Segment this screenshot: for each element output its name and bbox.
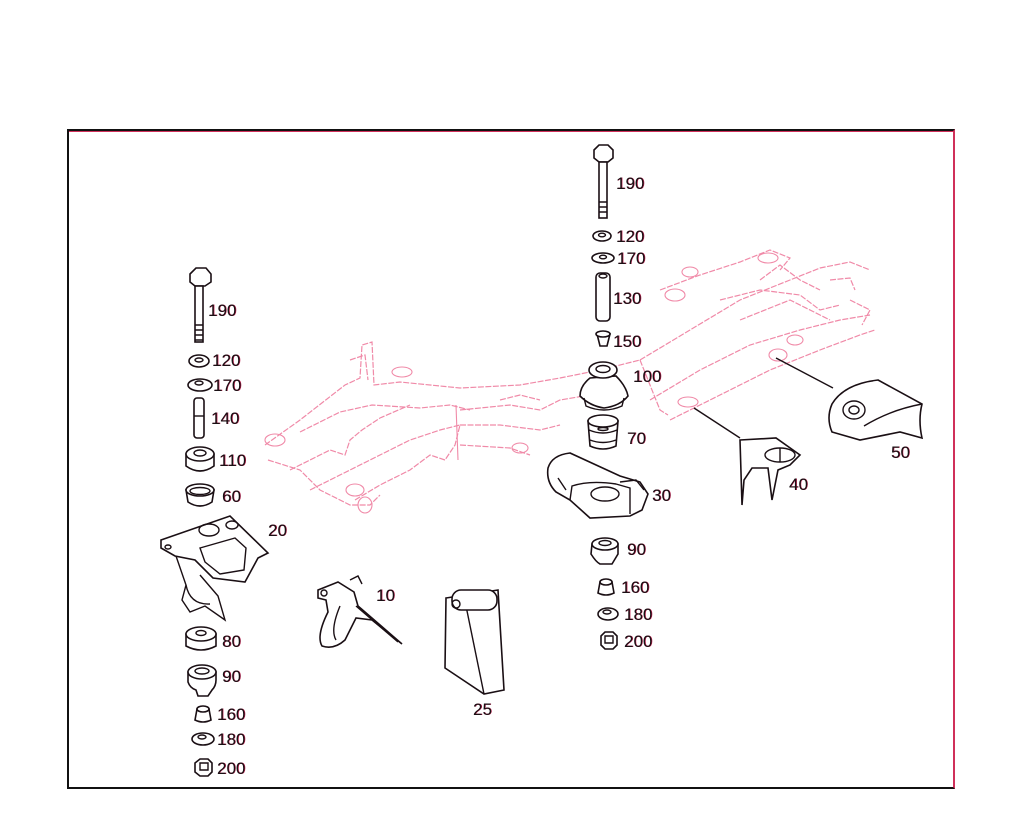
callout-190-left: 190 bbox=[208, 301, 237, 320]
bolt-icon bbox=[593, 144, 614, 219]
bushing-icon bbox=[185, 446, 215, 472]
large-washer-icon bbox=[187, 378, 213, 392]
washer-icon bbox=[592, 230, 612, 242]
bracket-40 bbox=[739, 437, 802, 506]
callout-160-center: 160 bbox=[621, 578, 650, 597]
callout-200-left: 200 bbox=[217, 759, 246, 778]
leader-line-40 bbox=[693, 407, 741, 439]
nut-icon bbox=[600, 631, 618, 650]
callout-180-left: 180 bbox=[217, 730, 246, 749]
callout-40: 40 bbox=[789, 475, 808, 494]
cap-icon bbox=[597, 578, 615, 596]
callout-140-left: 140 bbox=[211, 409, 240, 428]
callout-170-center: 170 bbox=[617, 249, 646, 268]
callout-180-center: 180 bbox=[624, 605, 653, 624]
support-block-25 bbox=[444, 589, 505, 695]
mount-pad-50 bbox=[828, 379, 924, 441]
cap-icon bbox=[194, 705, 212, 723]
callout-60-left: 60 bbox=[222, 487, 241, 506]
callout-170-left: 170 bbox=[213, 376, 242, 395]
rubber-mount-icon bbox=[187, 664, 217, 697]
callout-190-center: 190 bbox=[616, 174, 645, 193]
carrier-arm-icon bbox=[546, 452, 649, 519]
washer-icon bbox=[597, 607, 619, 621]
callout-20: 20 bbox=[268, 521, 287, 540]
callout-80: 80 bbox=[222, 632, 241, 651]
callout-70: 70 bbox=[627, 429, 646, 448]
nut-icon bbox=[194, 758, 213, 777]
diagram-frame bbox=[67, 129, 955, 789]
callout-120-center: 120 bbox=[616, 227, 645, 246]
sleeve-icon bbox=[595, 272, 611, 322]
left-stack-parts bbox=[160, 267, 270, 777]
bolt-icon bbox=[189, 267, 212, 343]
callout-100: 100 bbox=[633, 367, 662, 386]
callout-90-center: 90 bbox=[627, 540, 646, 559]
rubber-block-icon bbox=[185, 626, 217, 651]
rubber-mount-icon bbox=[590, 537, 619, 565]
rubber-mount-icon bbox=[579, 361, 629, 411]
callout-120-left: 120 bbox=[212, 351, 241, 370]
callout-200-center: 200 bbox=[624, 632, 653, 651]
bracket-icon bbox=[160, 515, 270, 622]
callout-50: 50 bbox=[891, 443, 910, 462]
cap-icon bbox=[595, 330, 612, 347]
callout-150: 150 bbox=[613, 332, 642, 351]
callout-25: 25 bbox=[473, 700, 492, 719]
leader-line-50 bbox=[775, 357, 834, 389]
cup-icon bbox=[185, 483, 215, 507]
bracket-10 bbox=[317, 575, 403, 648]
washer-icon bbox=[191, 732, 215, 746]
subframe-outline bbox=[264, 249, 876, 514]
callout-160-left: 160 bbox=[217, 705, 246, 724]
sleeve-icon bbox=[193, 397, 205, 439]
callout-130: 130 bbox=[613, 289, 642, 308]
washer-icon bbox=[188, 354, 210, 368]
callout-30: 30 bbox=[652, 486, 671, 505]
large-washer-icon bbox=[591, 252, 615, 264]
callout-10: 10 bbox=[376, 586, 395, 605]
callout-90-left: 90 bbox=[222, 667, 241, 686]
center-stack-parts bbox=[546, 144, 649, 650]
bushing-icon bbox=[587, 414, 619, 450]
callout-110-left: 110 bbox=[219, 451, 247, 470]
